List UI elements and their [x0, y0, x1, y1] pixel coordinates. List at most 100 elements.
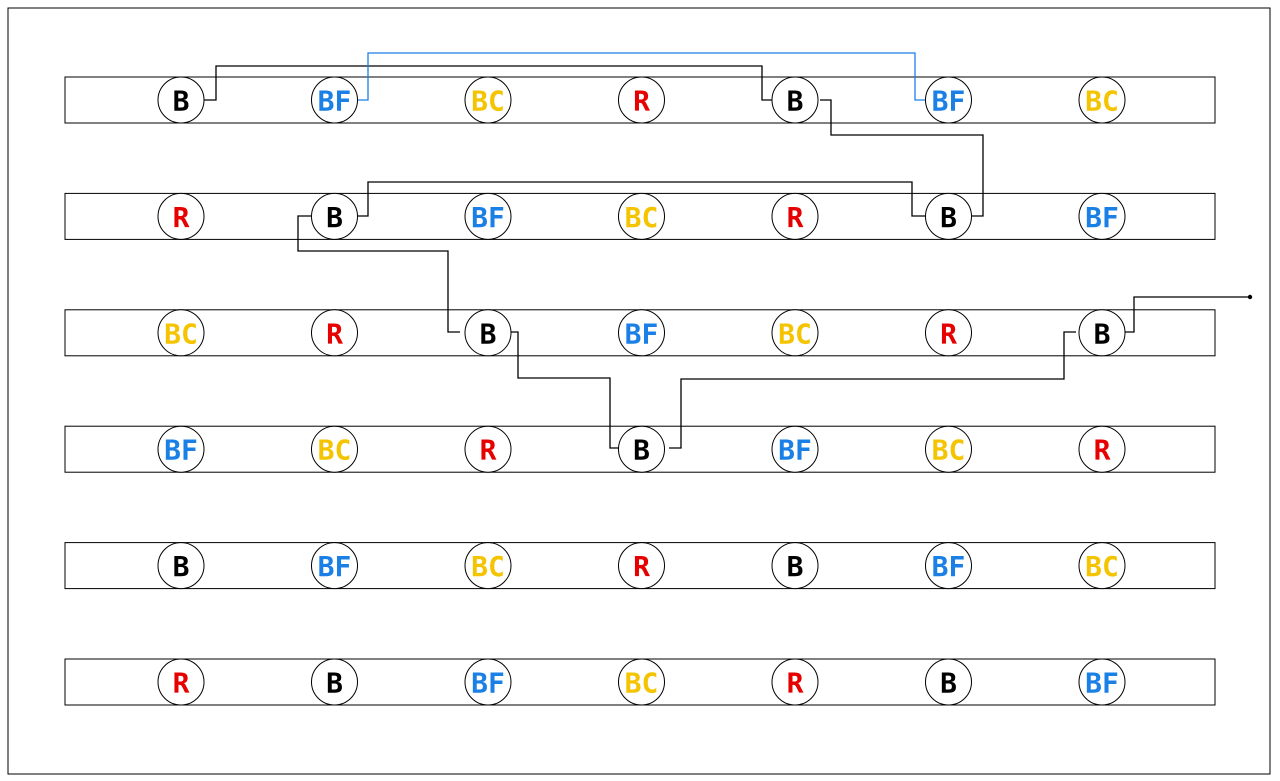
node-circle — [618, 192, 665, 240]
node-r4-c4: B — [618, 425, 665, 473]
node-label: BF — [471, 667, 505, 700]
node-label: B — [173, 85, 190, 118]
node-label: BF — [1085, 201, 1119, 234]
connection-wire-7 — [669, 331, 1076, 449]
node-label: BC — [318, 434, 352, 467]
node-circle — [1078, 76, 1126, 124]
node-label: R — [480, 434, 497, 467]
node-r3-c4: BF — [618, 309, 665, 357]
node-circle — [464, 542, 512, 590]
node-r2-c1: R — [157, 192, 205, 240]
node-circle — [618, 658, 665, 706]
node-label: B — [940, 201, 957, 234]
node-r2-c4: BC — [618, 192, 665, 240]
node-label: BF — [164, 434, 198, 467]
node-r4-c1: BF — [157, 425, 205, 473]
node-label: B — [480, 317, 497, 350]
node-circle — [771, 542, 819, 590]
node-label: BF — [932, 550, 966, 583]
node-label: B — [787, 550, 804, 583]
connection-wire-4 — [357, 181, 926, 217]
node-circle — [925, 658, 972, 706]
node-circle — [157, 76, 205, 124]
node-r5-c1: B — [157, 542, 205, 590]
node-label: BC — [778, 317, 812, 350]
node-r1-c3: BC — [464, 76, 512, 124]
node-r2-c5: R — [771, 192, 819, 240]
node-r1-c1: B — [157, 76, 205, 124]
node-circle — [771, 76, 819, 124]
node-circle — [464, 309, 512, 357]
node-r3-c1: BC — [157, 309, 205, 357]
node-r1-c7: BC — [1078, 76, 1126, 124]
node-r6-c7: BF — [1078, 658, 1126, 706]
node-circle — [771, 309, 819, 357]
node-label: R — [787, 201, 804, 234]
node-label: R — [940, 317, 957, 350]
node-r4-c3: R — [464, 425, 512, 473]
node-r5-c4: R — [618, 542, 665, 590]
node-r3-c6: R — [925, 309, 972, 357]
node-label: BF — [471, 201, 505, 234]
node-label: B — [787, 85, 804, 118]
node-circle — [1078, 658, 1126, 706]
node-circle — [311, 542, 358, 590]
wires-layer — [204, 52, 1253, 449]
node-r2-c3: BF — [464, 192, 512, 240]
node-r5-c3: BC — [464, 542, 512, 590]
node-label: BC — [471, 85, 505, 118]
node-r1-c6: BF — [925, 76, 972, 124]
node-label: R — [1094, 434, 1111, 467]
connection-wire-6 — [506, 331, 623, 449]
node-label: BF — [318, 550, 352, 583]
node-r2-c7: BF — [1078, 192, 1126, 240]
node-label: BC — [471, 550, 505, 583]
connection-wire-5 — [297, 215, 460, 333]
node-circle — [464, 658, 512, 706]
node-r6-c5: R — [771, 658, 819, 706]
node-r6-c1: R — [157, 658, 205, 706]
node-r5-c7: BC — [1078, 542, 1126, 590]
node-label: R — [787, 667, 804, 700]
node-r6-c2: B — [311, 658, 358, 706]
node-label: BC — [1085, 550, 1119, 583]
exit-terminal-dot — [1247, 294, 1253, 300]
node-circle — [618, 425, 665, 473]
connection-wire-1 — [204, 65, 774, 101]
node-r2-c6: B — [925, 192, 972, 240]
node-circle — [925, 542, 972, 590]
diagram-frame — [7, 7, 1271, 775]
node-label: BC — [932, 434, 966, 467]
node-label: BF — [932, 85, 966, 118]
connection-wire-3 — [820, 99, 984, 217]
node-r6-c6: B — [925, 658, 972, 706]
connection-wire-2 — [357, 52, 927, 101]
node-r3-c2: R — [311, 309, 358, 357]
node-circle — [464, 425, 512, 473]
node-r1-c4: R — [618, 76, 665, 124]
node-label: BC — [164, 317, 198, 350]
node-circle — [771, 658, 819, 706]
node-r3-c7: B — [1078, 309, 1126, 357]
node-circle — [157, 309, 205, 357]
connection-wire-8 — [1122, 296, 1250, 333]
node-r4-c2: BC — [311, 425, 358, 473]
node-label: R — [633, 85, 650, 118]
node-label: BC — [1085, 85, 1119, 118]
node-label: BC — [625, 201, 659, 234]
node-label: BF — [778, 434, 812, 467]
rows-layer — [64, 76, 1216, 706]
node-r6-c4: BC — [618, 658, 665, 706]
node-r4-c5: BF — [771, 425, 819, 473]
node-r3-c5: BC — [771, 309, 819, 357]
node-r5-c6: BF — [925, 542, 972, 590]
node-circle — [925, 425, 972, 473]
node-label: B — [326, 201, 343, 234]
node-label: BF — [1085, 667, 1119, 700]
node-circle — [618, 309, 665, 357]
node-label: B — [1094, 317, 1111, 350]
node-r1-c2: BF — [311, 76, 358, 124]
node-circle — [157, 658, 205, 706]
node-label: R — [173, 667, 190, 700]
